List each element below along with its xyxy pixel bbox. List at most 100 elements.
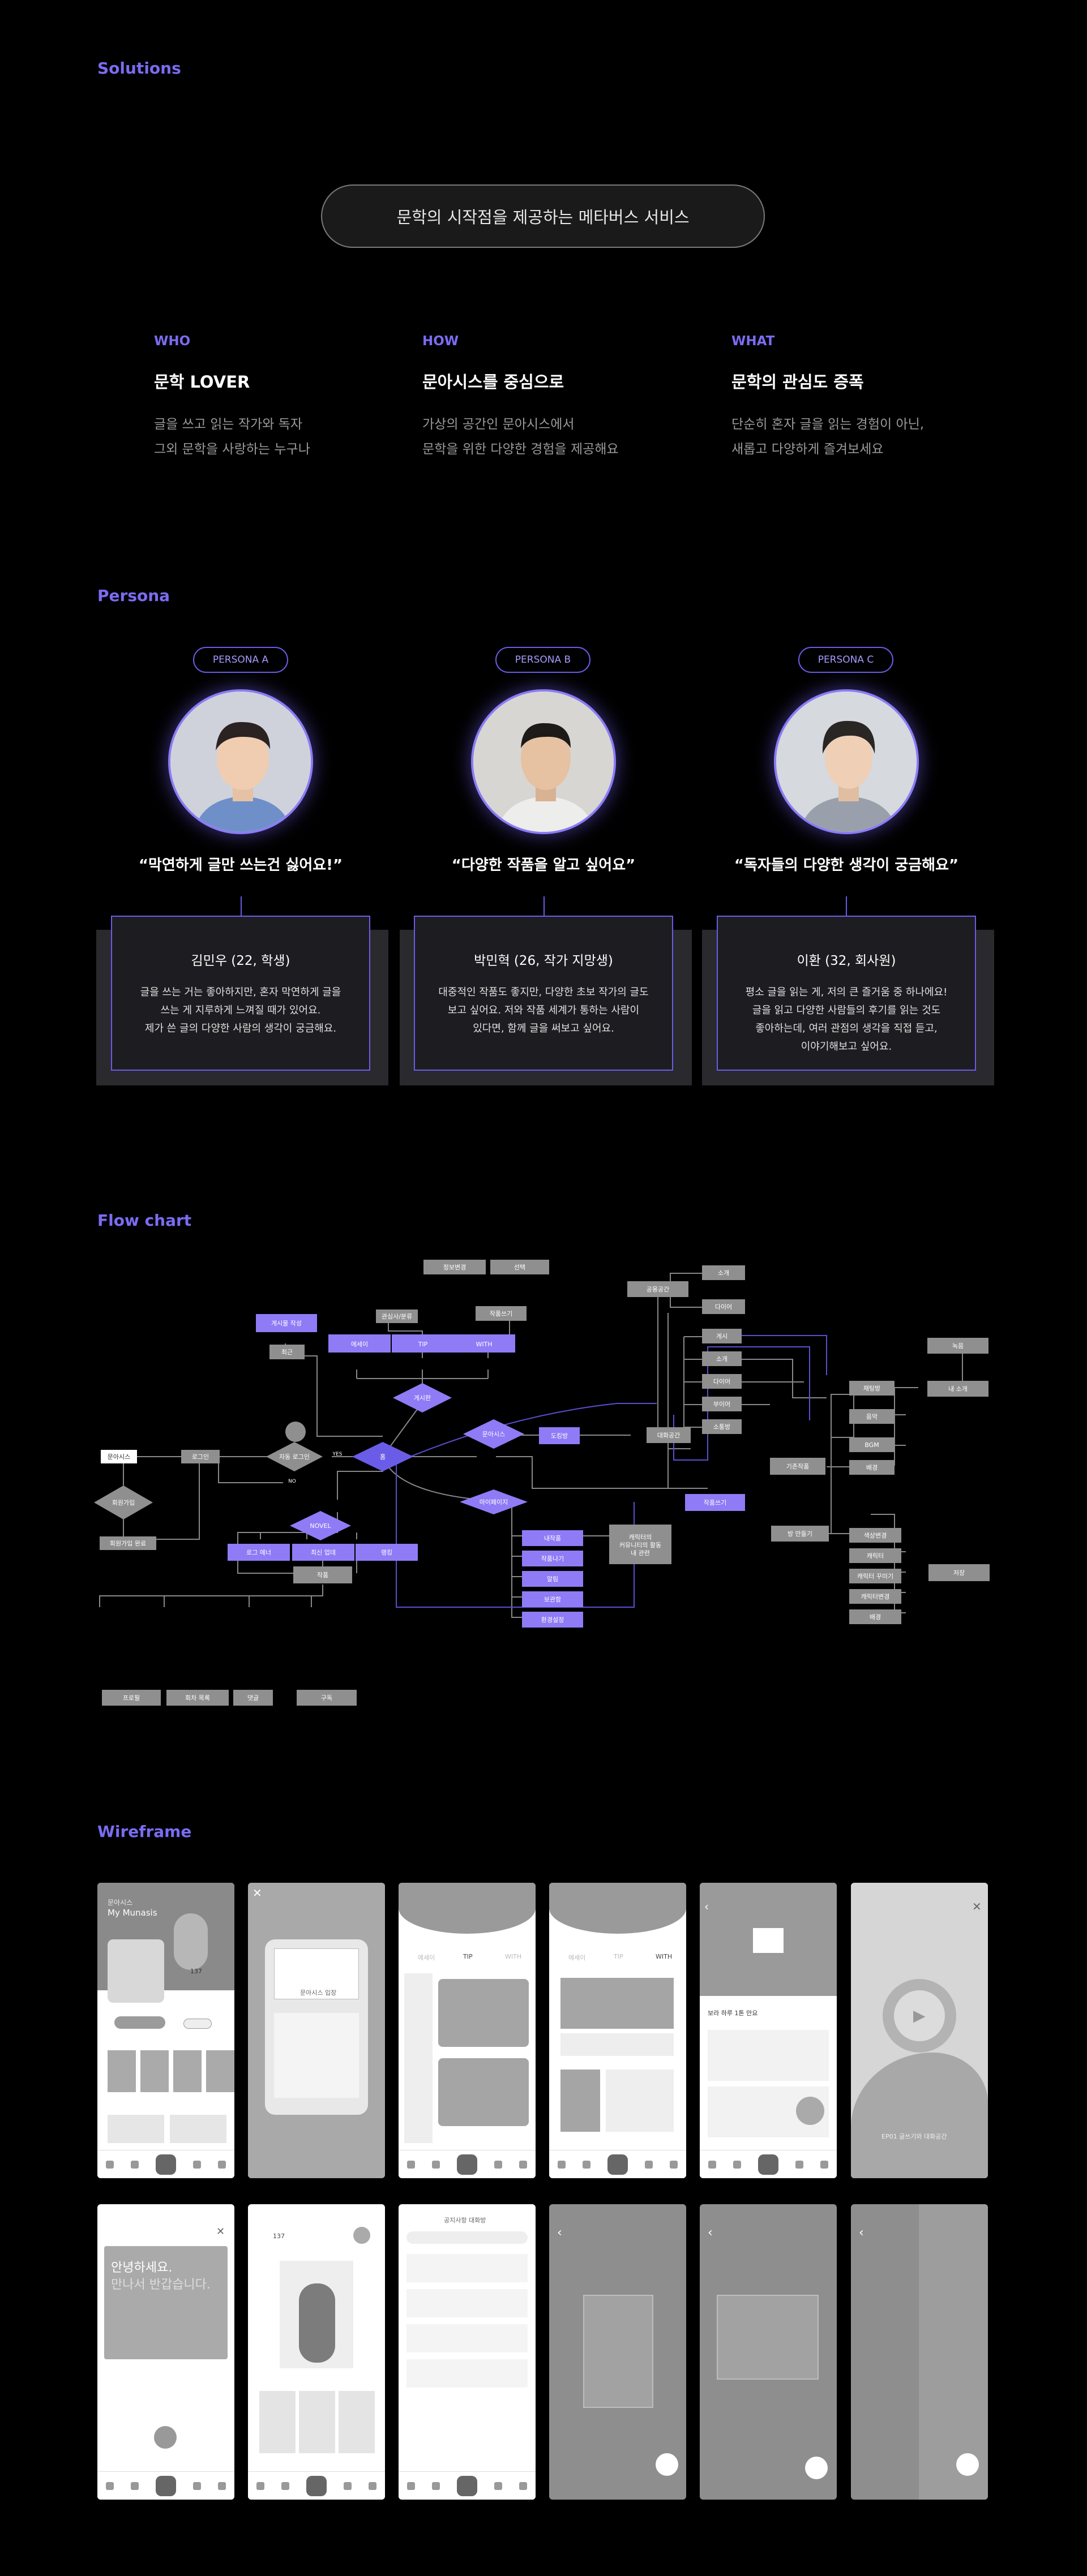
what-tag: WHAT — [731, 334, 775, 349]
persona-c-card: 이환 (32, 회사원) 평소 글을 읽는 게, 저의 큰 즐거움 중 하나에요… — [717, 916, 976, 1071]
room2-back-icon[interactable]: ‹ — [708, 2226, 713, 2240]
svg-text:부이어: 부이어 — [713, 1401, 730, 1408]
svg-text:다이어: 다이어 — [713, 1378, 730, 1385]
character-tabbar[interactable] — [248, 2471, 385, 2500]
greeting-close-icon[interactable]: ✕ — [216, 2226, 225, 2238]
persona-b-quote: “다양한 작품을 알고 싶어요” — [451, 857, 636, 874]
what-desc: 단순히 혼자 글을 읽는 경험이 아닌, 새롭고 다양하게 즐겨보세요 — [731, 417, 925, 457]
room2-close-button[interactable] — [805, 2457, 828, 2479]
persona-c-badge: PERSONA C — [798, 647, 893, 673]
audio-close-icon[interactable]: ✕ — [972, 1900, 982, 1913]
wireframe-greeting: ✕ 안녕하세요. 만나서 반갑습니다. — [97, 2204, 234, 2500]
solutions-title: Solutions — [97, 59, 181, 78]
persona-b-body: 대중적인 작품도 좋지만, 다양한 초보 작가의 글도 보고 싶어요. 저와 작… — [438, 986, 649, 1034]
greeting-tabbar[interactable] — [97, 2471, 234, 2500]
svg-text:공용공간: 공용공간 — [647, 1286, 669, 1293]
svg-text:게시판: 게시판 — [414, 1394, 431, 1402]
svg-text:알림: 알림 — [547, 1575, 558, 1583]
how-desc: 가상의 공간인 문아시스에서 문학을 위한 다양한 경험을 제공해요 — [422, 417, 619, 457]
tip-tab-2[interactable]: TIP — [463, 1953, 473, 1960]
svg-text:도킹방: 도킹방 — [551, 1432, 568, 1440]
svg-text:최신 업데: 최신 업데 — [311, 1549, 336, 1556]
svg-text:캐릭터의: 캐릭터의 — [629, 1534, 652, 1541]
svg-text:BGM: BGM — [865, 1441, 879, 1449]
wireframe-character: 137 — [248, 2204, 385, 2500]
greeting-line-2: 만나서 반갑습니다. — [111, 2278, 211, 2292]
who-tag: WHO — [154, 334, 191, 349]
svg-text:저장: 저장 — [953, 1569, 965, 1577]
svg-text:TIP: TIP — [418, 1341, 428, 1348]
svg-text:WITH: WITH — [476, 1341, 492, 1348]
greeting-line-1: 안녕하세요. — [111, 2261, 173, 2275]
room1-back-icon[interactable]: ‹ — [557, 2226, 562, 2240]
svg-text:내작품: 내작품 — [544, 1535, 561, 1542]
room3-add-button[interactable] — [956, 2453, 979, 2476]
persona-a-avatar — [168, 689, 313, 834]
svg-text:자동 로그인: 자동 로그인 — [279, 1453, 310, 1461]
svg-text:커뮤니티의 활동: 커뮤니티의 활동 — [619, 1541, 661, 1549]
svg-text:프로필: 프로필 — [123, 1694, 140, 1702]
solution-what: WHAT 문학의 관심도 증폭 단순히 혼자 글을 읽는 경험이 아닌, 새롭고… — [731, 334, 924, 462]
persona-a-quote: “막연하게 글만 쓰는건 싫어요!” — [138, 857, 343, 874]
persona-a-card: 김민우 (22, 학생) 글을 쓰는 거는 좋아하지만, 혼자 막연하게 글을 … — [111, 916, 370, 1071]
svg-text:게시: 게시 — [716, 1333, 727, 1340]
flowchart: 문아시스 로그인 회원가입 회원가입 완료 자동 로그인 홈 게시판 문아시스 … — [0, 1245, 1087, 1720]
persona-c-name: 이환 (32, 회사원) — [797, 954, 896, 968]
persona-b-badge: PERSONA B — [495, 647, 590, 673]
chat-tabbar[interactable] — [399, 2471, 536, 2500]
what-head: 문학의 관심도 증폭 — [731, 372, 864, 392]
svg-text:구독: 구독 — [321, 1694, 332, 1702]
how-head: 문아시스를 중심으로 — [422, 372, 564, 392]
svg-text:색상변경: 색상변경 — [864, 1532, 887, 1539]
persona-title: Persona — [97, 586, 170, 605]
svg-text:내 관련: 내 관련 — [631, 1549, 650, 1557]
character-count: 137 — [273, 2232, 285, 2240]
persona-a-connector — [241, 896, 242, 916]
svg-text:작품: 작품 — [317, 1572, 328, 1579]
home-count: 137 — [190, 1968, 202, 1975]
with-tab-2[interactable]: TIP — [614, 1953, 623, 1960]
detail-tabbar[interactable] — [700, 2150, 837, 2178]
solution-who: WHO 문학 LOVER 글을 쓰고 읽는 작가와 독자 그외 문학을 사랑하는… — [154, 334, 310, 462]
play-icon[interactable]: ▶ — [913, 2006, 926, 2025]
svg-text:문아시스: 문아시스 — [108, 1453, 130, 1461]
tip-tabbar[interactable] — [399, 2150, 536, 2178]
svg-text:다이어: 다이어 — [715, 1303, 732, 1311]
svg-text:최근: 최근 — [281, 1349, 293, 1356]
svg-text:방 만들기: 방 만들기 — [788, 1530, 812, 1538]
svg-text:작품나기: 작품나기 — [541, 1555, 564, 1562]
svg-text:대화공간: 대화공간 — [657, 1432, 680, 1439]
svg-text:댓글: 댓글 — [247, 1694, 259, 1702]
detail-title: 보라 하루 1톤 만요 — [708, 2010, 758, 2017]
svg-text:소개: 소개 — [718, 1269, 729, 1277]
with-tab-1[interactable]: 에세이 — [568, 1954, 586, 1961]
with-tab-3[interactable]: WITH — [656, 1953, 673, 1960]
room1-add-button[interactable] — [656, 2453, 678, 2476]
wireframe-with: 에세이 TIP WITH — [549, 1883, 686, 2178]
room3-back-icon[interactable]: ‹ — [859, 2226, 864, 2240]
who-desc: 글을 쓰고 읽는 작가와 독자 그외 문학을 사랑하는 누구나 — [154, 417, 310, 457]
svg-text:회원가입 완료: 회원가입 완료 — [110, 1540, 146, 1547]
close-icon[interactable]: ✕ — [253, 1886, 262, 1900]
solution-how: HOW 문아시스를 중심으로 가상의 공간인 문아시스에서 문학을 위한 다양한… — [422, 334, 619, 462]
svg-text:로그인: 로그인 — [192, 1453, 209, 1461]
persona-c-quote: “독자들의 다양한 생각이 궁금해요” — [734, 857, 959, 874]
svg-text:게시물 작성: 게시물 작성 — [271, 1320, 302, 1327]
wireframe-tip: 에세이 TIP WITH — [399, 1883, 536, 2178]
tip-tab-1[interactable]: 에세이 — [418, 1954, 435, 1961]
home-tabbar[interactable] — [97, 2150, 234, 2178]
solutions-headline: 문학의 시작점을 제공하는 메타버스 서비스 — [321, 184, 765, 248]
persona-a-body: 글을 쓰는 거는 좋아하지만, 혼자 막연하게 글을 쓰는 게 지루하게 느껴질… — [140, 986, 341, 1034]
svg-text:YES: YES — [332, 1452, 343, 1457]
persona-c-body: 평소 글을 읽는 게, 저의 큰 즐거움 중 하나에요! 글을 읽고 다양한 사… — [745, 986, 948, 1053]
back-icon[interactable]: ‹ — [704, 1900, 709, 1913]
persona-a-name: 김민우 (22, 학생) — [191, 954, 290, 968]
svg-text:캐릭터: 캐릭터 — [867, 1552, 884, 1560]
with-tabbar[interactable] — [549, 2150, 686, 2178]
svg-text:회원가입: 회원가입 — [112, 1499, 135, 1506]
svg-text:환경설정: 환경설정 — [541, 1616, 564, 1624]
svg-text:배경: 배경 — [870, 1613, 881, 1621]
wireframe-home: 문아시스 My Munasis 137 — [97, 1883, 234, 2178]
svg-text:홈: 홈 — [380, 1453, 386, 1461]
tip-tab-3[interactable]: WITH — [505, 1953, 522, 1960]
